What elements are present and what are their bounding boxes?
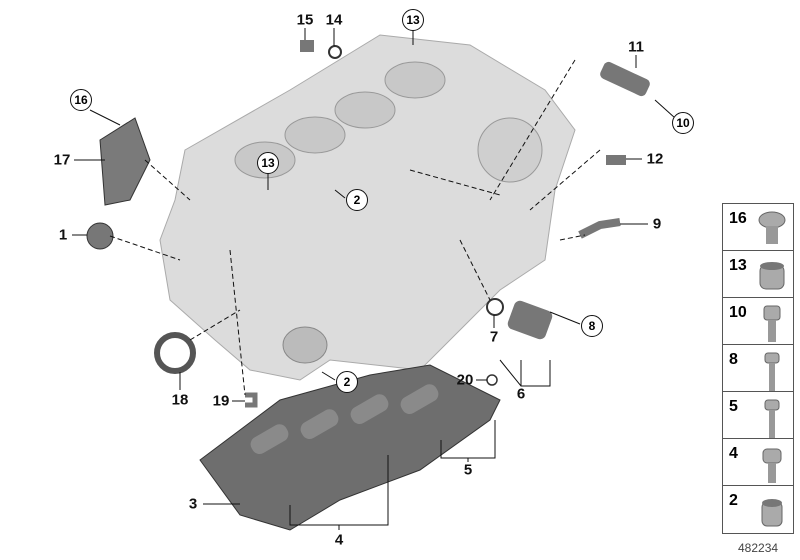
torx-screw-icon xyxy=(758,211,786,244)
callout-3: 3 xyxy=(188,495,198,513)
sleeve-icon xyxy=(759,262,785,290)
callout-18: 18 xyxy=(171,391,189,409)
callout-15: 15 xyxy=(296,11,314,29)
cover-part-17 xyxy=(99,117,151,206)
short-bolt-icon xyxy=(762,448,782,483)
leader-lines xyxy=(72,28,676,530)
callout-7: 7 xyxy=(489,328,499,346)
legend-cell: 2 xyxy=(723,486,793,533)
callout-2-circled: 2 xyxy=(336,371,358,393)
pipe-19 xyxy=(245,392,258,408)
legend-number: 4 xyxy=(729,445,738,462)
callout-13-circled: 13 xyxy=(257,152,279,174)
legend-number: 13 xyxy=(729,257,747,274)
legend-cell: 4 xyxy=(723,439,793,486)
callout-12: 12 xyxy=(646,150,664,168)
seal-ring-18 xyxy=(154,332,196,374)
callout-1: 1 xyxy=(58,226,68,244)
legend-number: 16 xyxy=(729,210,747,227)
long-bolt-icon xyxy=(764,352,780,391)
legend-cell: 13 xyxy=(723,251,793,298)
legend-cell: 16 xyxy=(723,204,793,251)
callout-9: 9 xyxy=(652,215,662,233)
oring-14 xyxy=(328,45,342,59)
legend-number: 8 xyxy=(729,351,738,368)
fastener-legend-panel: 16 13 10 8 5 4 2 xyxy=(722,203,794,534)
plug-15 xyxy=(300,40,314,52)
legend-cell: 5 xyxy=(723,392,793,439)
plug-part-1 xyxy=(86,222,114,250)
callout-13-circled: 13 xyxy=(402,9,424,31)
dowel-sleeve-icon xyxy=(761,499,783,527)
legend-number: 10 xyxy=(729,304,747,321)
callout-6: 6 xyxy=(516,385,526,403)
callout-14: 14 xyxy=(325,11,343,29)
valve-6 xyxy=(507,300,553,340)
callout-16-circled: 16 xyxy=(70,89,92,111)
engine-block xyxy=(159,34,576,381)
callout-17: 17 xyxy=(53,151,71,169)
callout-4: 4 xyxy=(334,531,344,549)
callout-10-circled: 10 xyxy=(672,112,694,134)
long-bolt-icon xyxy=(764,399,780,438)
oring-7 xyxy=(486,298,504,316)
diagram-reference-number: 482234 xyxy=(738,541,779,555)
callout-11: 11 xyxy=(628,38,644,56)
legend-cell: 10 xyxy=(723,298,793,345)
socket-bolt-icon xyxy=(763,305,781,342)
oring-20 xyxy=(486,374,498,386)
sensor-11 xyxy=(600,61,650,97)
callout-2-circled: 2 xyxy=(346,189,368,211)
sensor-12 xyxy=(606,155,626,165)
legend-cell: 8 xyxy=(723,345,793,392)
callout-5: 5 xyxy=(463,461,473,479)
dashed-leaders xyxy=(109,59,601,396)
callout-20: 20 xyxy=(456,371,474,389)
callout-8-circled: 8 xyxy=(581,315,603,337)
legend-number: 5 xyxy=(729,398,738,415)
legend-number: 2 xyxy=(729,492,738,509)
pipe-9 xyxy=(578,218,621,239)
callout-19: 19 xyxy=(212,392,230,410)
